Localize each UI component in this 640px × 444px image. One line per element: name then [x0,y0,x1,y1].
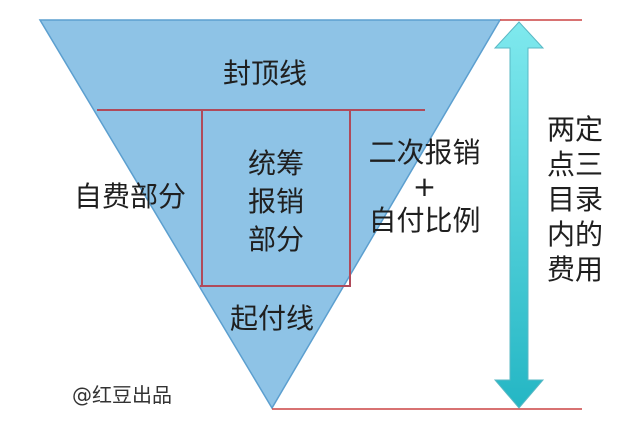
secondary-label-line-3: 自付比例 [368,204,481,237]
pooled-label-line-2: 报销 [247,185,304,218]
side-label-line-4: 内的 [547,218,604,251]
secondary-reimbursement-label: 二次报销 + 自付比例 [352,136,497,238]
ceiling-line-label: 封顶线 [222,57,307,90]
pooled-label-line-1: 统筹 [247,147,304,180]
secondary-label-line-1: 二次报销 [368,136,481,169]
side-label-line-2: 点三 [547,148,604,181]
side-label-line-3: 目录 [547,183,604,216]
secondary-label-line-2: + [412,170,437,203]
side-label-line-5: 费用 [547,253,604,286]
covered-expenses-label: 两定 点三 目录 内的 费用 [547,112,617,287]
range-double-arrow [493,21,545,409]
pooled-label-line-3: 部分 [247,223,304,256]
self-pay-portion-label: 自费部分 [73,180,186,213]
funnel-triangle [38,19,502,410]
side-label-line-1: 两定 [547,113,604,146]
pooled-reimbursement-label: 统筹 报销 部分 [226,145,326,259]
author-watermark: @红豆出品 [72,383,172,407]
deductible-line-label: 起付线 [229,302,314,335]
